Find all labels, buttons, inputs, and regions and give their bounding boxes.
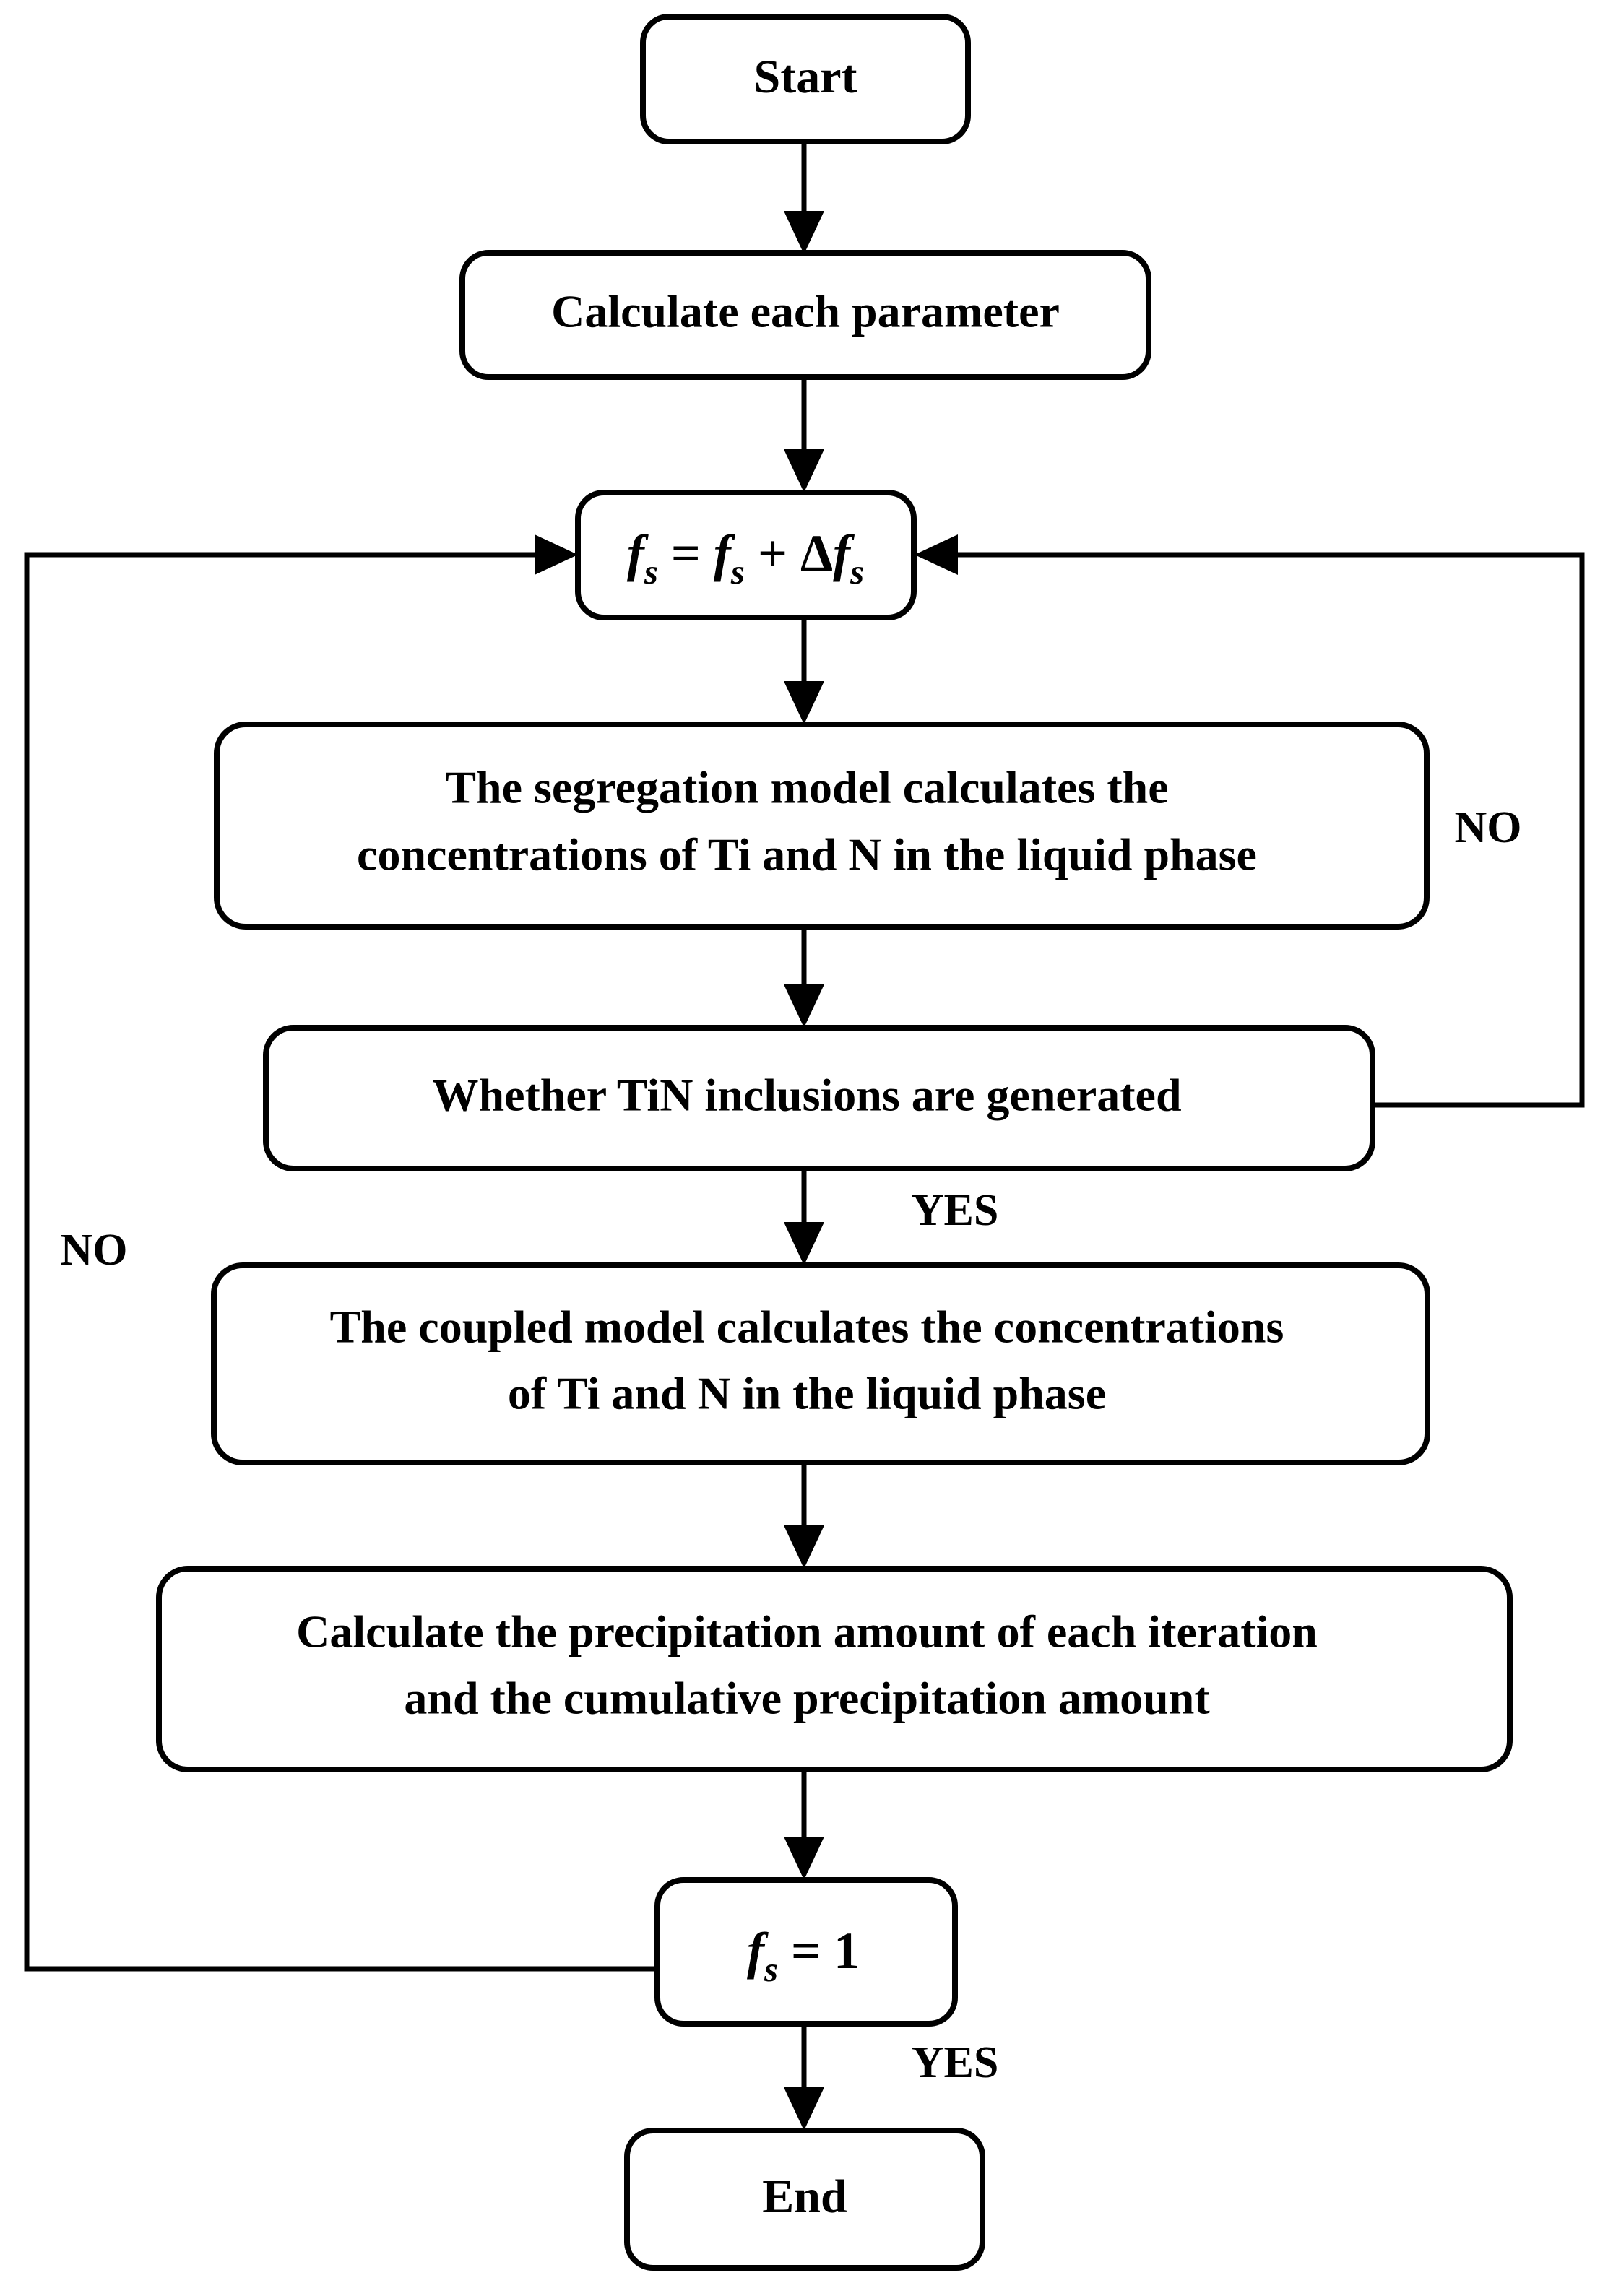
node-precipitation-calc[interactable]: Calculate the precipitation amount of ea… bbox=[156, 1566, 1513, 1772]
fs-equals-one-formula: fs = 1 bbox=[747, 1922, 860, 1989]
arrowhead-calc-params-to-fs bbox=[784, 449, 824, 493]
arrowhead-coupled-to-precipitation bbox=[784, 1525, 824, 1569]
coupled-model-label-line2: of Ti and N in the liquid phase bbox=[508, 1368, 1106, 1419]
arrowhead-precipitation-to-fs-one bbox=[784, 1837, 824, 1880]
arrowhead-tin-to-coupled bbox=[784, 1222, 824, 1265]
node-coupled-model[interactable]: The coupled model calculates the concent… bbox=[211, 1262, 1430, 1465]
tin-decision-box-shape bbox=[263, 1025, 1375, 1171]
edge-tin-no-loop bbox=[939, 552, 1585, 1108]
coupled-model-label-line1: The coupled model calculates the concent… bbox=[330, 1301, 1284, 1353]
branch-label-fs-no: NO bbox=[61, 1226, 128, 1275]
fs-increment-eq: = bbox=[658, 524, 714, 582]
node-end[interactable]: End bbox=[624, 2128, 985, 2271]
calc-params-box-shape bbox=[459, 250, 1151, 380]
arrowhead-fs-to-segregation bbox=[784, 681, 824, 724]
segregation-box-shape bbox=[214, 722, 1430, 930]
branch-label-tin-no: NO bbox=[1455, 803, 1522, 852]
segregation-label-line1: The segregation model calculates the bbox=[445, 762, 1168, 813]
fs-increment-s2: s bbox=[730, 552, 745, 592]
end-label: End bbox=[762, 2170, 847, 2223]
fs-increment-formula: fs = fs + Δfs bbox=[627, 524, 864, 592]
fs-one-s1: s bbox=[764, 1949, 778, 1989]
precipitation-box-shape bbox=[156, 1566, 1513, 1772]
branch-label-fs-yes: YES bbox=[912, 2038, 999, 2087]
precipitation-label-line2: and the cumulative precipitation amount bbox=[404, 1673, 1210, 1724]
coupled-model-box-shape bbox=[211, 1262, 1430, 1465]
start-box-shape bbox=[640, 14, 971, 144]
tin-decision-label: Whether TiN inclusions are generated bbox=[432, 1070, 1181, 1121]
node-fs-equals-one[interactable]: fs = 1 bbox=[654, 1877, 958, 2027]
fs-increment-s1: s bbox=[644, 552, 658, 592]
fs-increment-plus: + bbox=[745, 524, 800, 582]
node-fs-increment[interactable]: fs = fs + Δfs bbox=[575, 490, 917, 620]
node-calculate-each-parameter[interactable]: Calculate each parameter bbox=[459, 250, 1151, 380]
precipitation-label-line1: Calculate the precipitation amount of ea… bbox=[296, 1606, 1318, 1658]
calc-params-label: Calculate each parameter bbox=[551, 286, 1060, 337]
end-box-shape bbox=[624, 2128, 985, 2271]
fs-increment-delta: Δ bbox=[800, 524, 833, 582]
arrowhead-segregation-to-tin bbox=[784, 984, 824, 1028]
fs-equals-one-box-shape bbox=[654, 1877, 958, 2027]
arrowhead-fs-one-to-end bbox=[784, 2087, 824, 2131]
branch-label-tin-yes: YES bbox=[912, 1186, 999, 1235]
node-start[interactable]: Start bbox=[640, 14, 971, 144]
node-segregation-model[interactable]: The segregation model calculates the con… bbox=[214, 722, 1430, 930]
fs-increment-s3: s bbox=[850, 552, 864, 592]
arrowhead-fs-one-no-loop bbox=[535, 534, 578, 575]
arrowhead-start-to-calc-params bbox=[784, 211, 824, 254]
start-label: Start bbox=[754, 51, 857, 103]
segregation-label-line2: concentrations of Ti and N in the liquid… bbox=[357, 829, 1257, 880]
fs-increment-box-shape bbox=[575, 490, 917, 620]
edge-fs-one-no-loop bbox=[24, 552, 657, 1972]
arrowhead-tin-no-loop bbox=[915, 534, 958, 575]
connectors bbox=[24, 142, 1585, 2131]
fs-one-eq: = bbox=[778, 1922, 834, 1980]
fs-one-value: 1 bbox=[834, 1922, 860, 1980]
node-tin-decision[interactable]: Whether TiN inclusions are generated bbox=[263, 1025, 1375, 1171]
